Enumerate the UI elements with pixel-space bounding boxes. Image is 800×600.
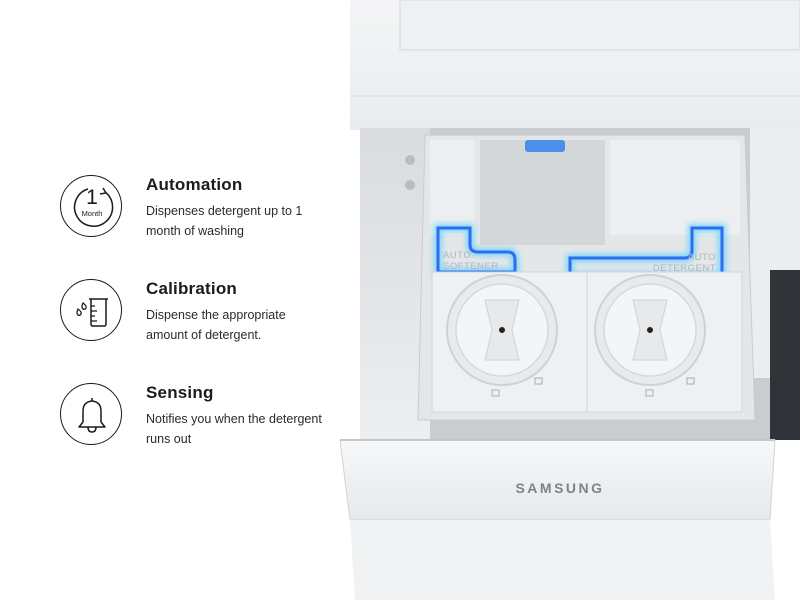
calendar-1-month-icon: 1 Month [60,175,122,237]
softener-highlight [434,224,519,276]
feature-description: Dispenses detergent up to 1 month of was… [146,204,303,238]
softener-label: AUTO SOFTENER [443,250,499,272]
washer-top-lid [399,0,800,51]
feature-title: Automation [146,175,243,194]
washer-shadow [770,270,800,440]
feature-calibration: Calibration Dispense the appropriate amo… [60,274,340,354]
softener-dial [446,274,558,386]
feature-sensing: Sensing Notifies you when the detergent … [60,378,340,458]
feature-description: Notifies you when the detergent runs out [146,412,322,446]
icon-text: Month [81,209,103,218]
washer-dispenser-drawer-image: AUTO SOFTENER AUTO DETERGENT SAMSUNG [330,0,800,600]
manual-compartment [480,140,605,245]
blue-tab [525,140,565,152]
measuring-beaker-icon [60,279,122,341]
detergent-highlight [566,224,726,280]
detergent-dial [594,274,706,386]
detergent-label: AUTO DETERGENT [652,252,716,274]
brand-logo: SAMSUNG [515,480,605,496]
washer-illustration [339,0,800,600]
icon-number: 1 [86,186,98,209]
feature-automation: 1 Month Automation Dispenses detergent u… [60,170,340,250]
feature-title: Sensing [146,383,214,402]
bell-icon [60,383,122,445]
feature-description: Dispense the appropriate amount of deter… [146,308,286,342]
feature-title: Calibration [146,279,237,298]
